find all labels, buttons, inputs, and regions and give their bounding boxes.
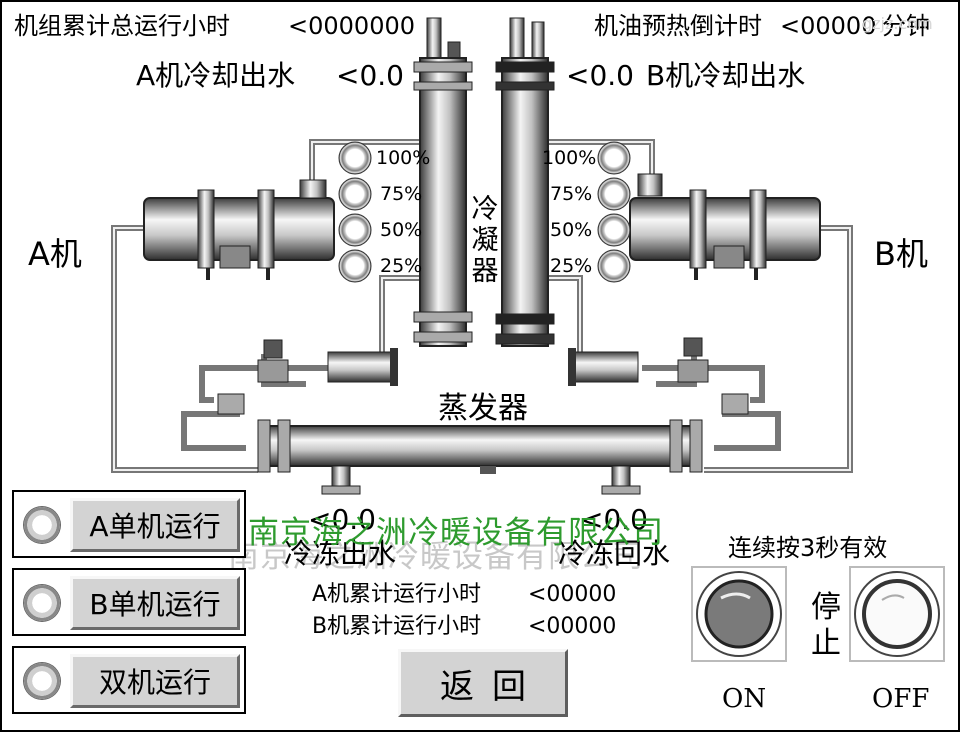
condenser-label: 冷凝器 [471, 194, 499, 287]
compressor-b [629, 173, 821, 280]
press-hint: 连续按3秒有效 [728, 534, 888, 562]
preheat-label: 机油预热倒计时 [594, 12, 762, 40]
evaporator-label: 蒸发器 [438, 391, 528, 426]
a-hours-label: A机累计运行小时 [312, 582, 482, 607]
watermark-green: 南京海之洲冷暖设备有限公司 [248, 515, 664, 551]
a-single-run-indicator-icon [24, 507, 60, 543]
evaporator-shell [257, 419, 703, 495]
stop-label: 停止 [811, 590, 841, 661]
solenoid-valve-a [257, 339, 289, 383]
b-hours-value: <00000 [528, 614, 617, 639]
on-label: ON [722, 684, 767, 714]
a-single-run-button[interactable]: A单机运行 [70, 498, 240, 552]
condenser-a [413, 17, 473, 347]
total-hours-value: <0000000 [288, 12, 415, 40]
compressor-a [143, 179, 335, 280]
b-cooling-out-value: <0.0 [566, 59, 634, 92]
expansion-valve-b [721, 393, 749, 415]
on-button[interactable] [691, 566, 787, 662]
on-button-graphic [696, 571, 782, 657]
chilled-return-label: 冷冻回水 [558, 537, 671, 570]
a-hours-value: <00000 [528, 582, 617, 607]
a-load-50: 50% [380, 219, 423, 241]
b-load-25: 25% [550, 255, 593, 277]
a-load-100: 100% [376, 147, 431, 169]
b-cooling-out-label: B机冷却出水 [646, 59, 806, 92]
a-load-25: 25% [380, 255, 423, 277]
preheat-unit: 分钟 [882, 12, 930, 40]
b-single-run-indicator-icon [24, 585, 60, 621]
a-cooling-out-label: A机冷却出水 [136, 59, 296, 92]
b-load-100: 100% [542, 147, 597, 169]
b-load-75: 75% [550, 183, 593, 205]
off-button-graphic [854, 571, 940, 657]
total-hours-label: 机组累计总运行小时 [14, 12, 230, 40]
preheat-value: <00000 [780, 12, 877, 40]
watermark-gray: 南京海之洲冷暖设备有限公司 [228, 539, 644, 575]
return-button[interactable]: 返回 [398, 649, 568, 717]
unit-a-label: A机 [28, 235, 82, 273]
dual-run-indicator-icon [24, 663, 60, 699]
b-single-run-button[interactable]: B单机运行 [70, 576, 240, 630]
b-single-run-group: B单机运行 [12, 568, 246, 636]
chilled-out-value: <0.0 [308, 503, 376, 536]
reservoir-b [568, 348, 639, 386]
a-single-run-group: A单机运行 [12, 490, 246, 558]
unit-b-label: B机 [874, 235, 928, 273]
dual-run-group: 双机运行 [12, 646, 246, 714]
a-load-75: 75% [380, 183, 423, 205]
condenser-b [495, 17, 555, 347]
reservoir-a [327, 348, 398, 386]
piping-highlight [113, 141, 851, 471]
chilled-return-value: <0.0 [580, 503, 648, 536]
b-load-50: 50% [550, 219, 593, 241]
dual-run-button[interactable]: 双机运行 [70, 654, 240, 708]
off-button[interactable] [849, 566, 945, 662]
load-indicators-a [338, 141, 372, 283]
expansion-valve-a [217, 393, 245, 415]
solenoid-valve-b [677, 337, 709, 383]
off-label: OFF [872, 684, 930, 714]
load-indicators-b [597, 141, 631, 283]
b-hours-label: B机累计运行小时 [312, 614, 482, 639]
watermark-corner: gzjz.com [862, 14, 933, 33]
chilled-out-label: 冷冻出水 [284, 537, 397, 570]
a-cooling-out-value: <0.0 [336, 59, 404, 92]
